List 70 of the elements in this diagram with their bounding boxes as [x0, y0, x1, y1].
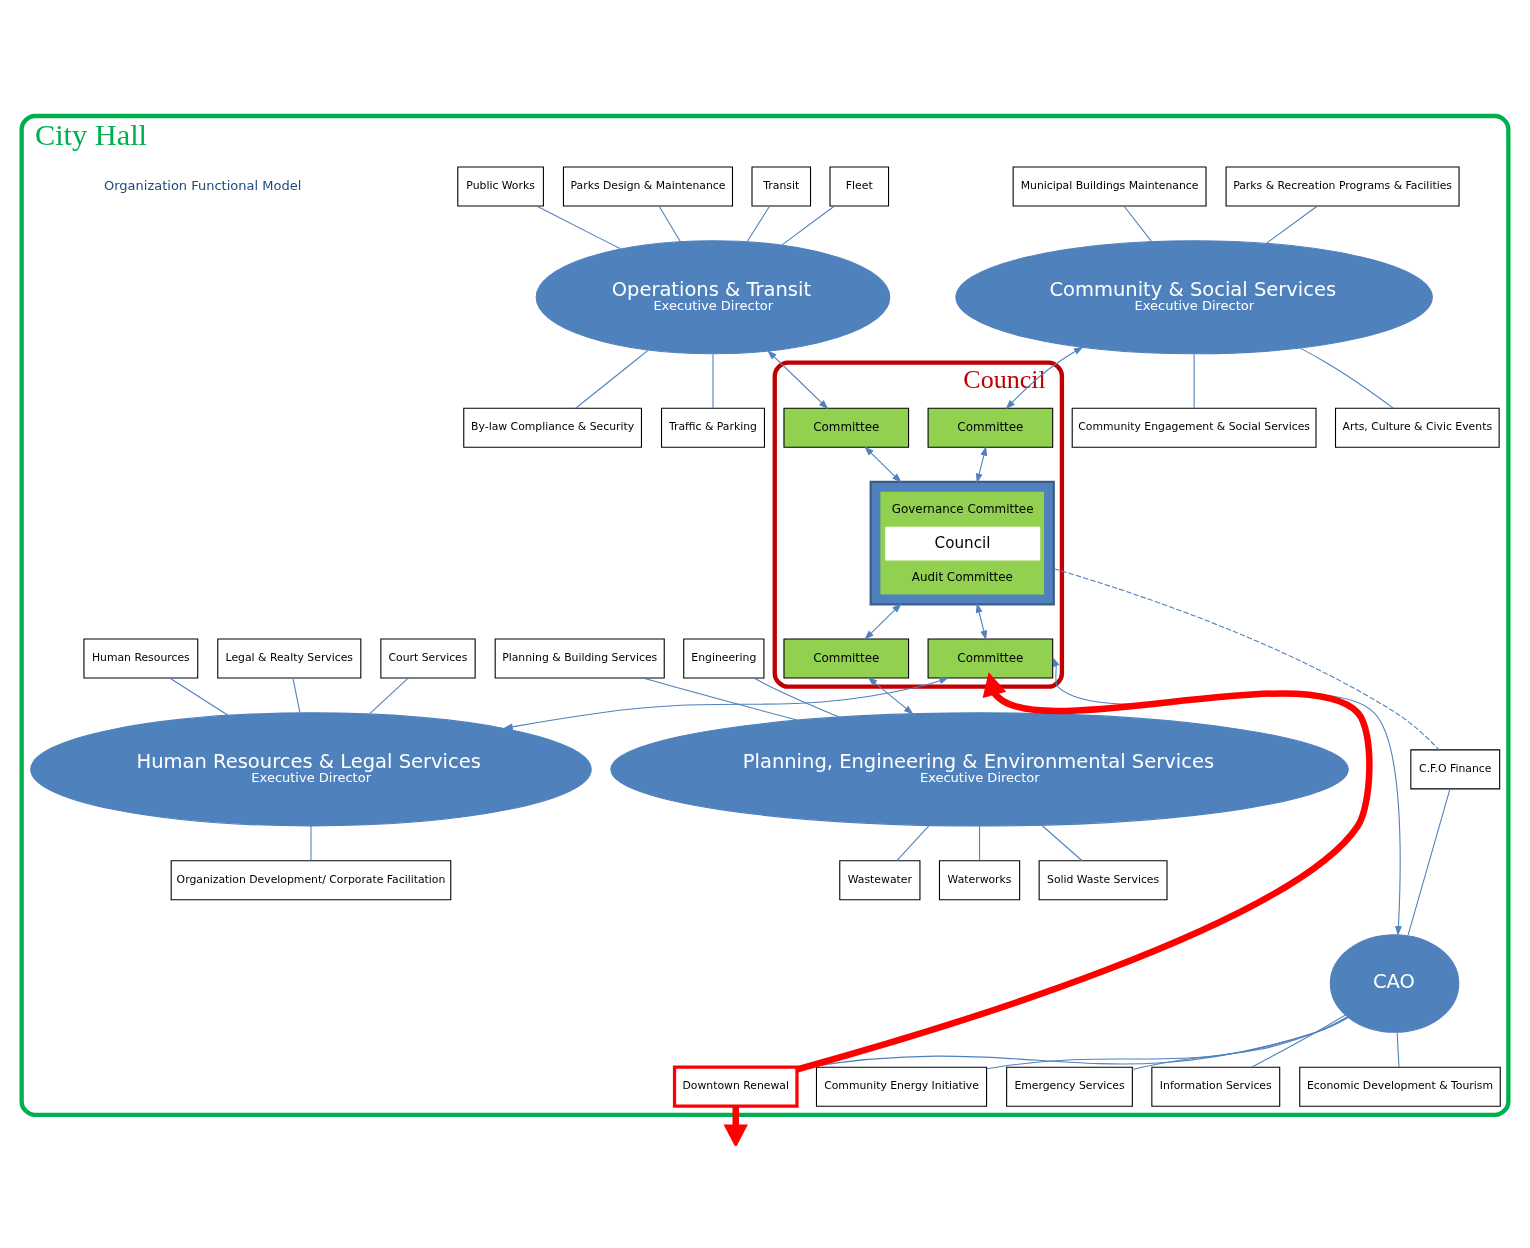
node-box: Court Services — [380, 637, 476, 679]
node-box: Transit — [751, 165, 812, 206]
connector — [310, 825, 312, 861]
arrow — [503, 677, 950, 730]
node-box: Information Services — [1151, 1066, 1281, 1107]
connector — [1123, 204, 1152, 242]
node-box: Waterworks — [938, 859, 1021, 900]
node-box: Emergency Services — [1006, 1066, 1133, 1107]
node-box: Municipal Buildings Maintenance — [1012, 165, 1207, 206]
connector — [575, 349, 649, 408]
node-box: Human Resources — [83, 637, 199, 679]
arrow — [867, 676, 914, 714]
node-box: By-law Compliance & Security — [463, 407, 642, 448]
node-box: Committee — [783, 407, 910, 448]
node-box: Public Works — [457, 165, 544, 206]
node-box: Community Energy Initiative — [815, 1066, 988, 1107]
node-box: Governance Committee Council Audit Committee — [869, 480, 1055, 605]
arrow — [864, 602, 902, 640]
node-box: Legal & Realty Services — [217, 637, 362, 679]
node-box: C.F.O Finance — [1410, 748, 1501, 789]
arrow — [975, 445, 988, 483]
connector — [746, 204, 771, 242]
node-box: Community Engagement & Social Services — [1071, 407, 1317, 448]
connector — [1193, 353, 1195, 409]
label: Organization Functional Model — [103, 177, 302, 193]
arrow — [723, 1105, 748, 1146]
connector — [292, 677, 301, 713]
node-box: Arts, Culture & Civic Events — [1335, 407, 1500, 448]
node-box: Wastewater — [839, 859, 921, 900]
connector — [1396, 1031, 1400, 1068]
node-box: Fleet — [829, 165, 890, 206]
node-box: Parks & Recreation Programs & Facilities — [1225, 165, 1460, 206]
connector — [781, 204, 835, 245]
connector — [369, 677, 409, 714]
node-box: Organization Development/ Corporate Facilitation — [170, 859, 452, 900]
connector — [1053, 567, 1440, 750]
connector — [658, 204, 681, 242]
connector — [979, 825, 981, 861]
node-box: Traffic & Parking — [661, 407, 765, 448]
arrow — [864, 445, 902, 483]
arrow — [1005, 346, 1084, 409]
connector — [643, 677, 798, 721]
arrow — [796, 671, 1373, 1072]
connector — [1407, 787, 1451, 936]
arrow — [975, 602, 988, 640]
node-box: Solid Waste Services — [1038, 859, 1168, 900]
node-ellipse: Operations & Transit Executive Director — [535, 239, 891, 354]
connector — [536, 204, 621, 249]
connector — [896, 824, 930, 861]
node-ellipse: Planning, Engineering & Environmental Services Executive Director — [610, 711, 1349, 826]
node-box: Committee — [927, 637, 1054, 679]
connector — [1299, 347, 1394, 409]
connector — [1251, 1014, 1346, 1068]
connector — [986, 1016, 1349, 1069]
node-box: Parks Design & Maintenance — [562, 165, 734, 206]
connector — [753, 677, 840, 717]
node-box: Planning & Building Services — [494, 637, 665, 679]
node-ellipse: Human Resources & Legal Services Executive Director — [30, 711, 592, 826]
node-box: Committee — [927, 407, 1054, 448]
node-box: Engineering — [683, 637, 765, 679]
node-box: Economic Development & Tourism — [1299, 1066, 1501, 1107]
node-box: Downtown Renewal — [672, 1065, 799, 1108]
node-ellipse: CAO — [1329, 933, 1460, 1033]
connector — [1131, 1016, 1348, 1070]
connector — [169, 677, 229, 716]
connector — [1265, 204, 1318, 244]
connector — [1041, 824, 1083, 861]
node-box: Committee — [783, 637, 910, 679]
arrow — [767, 349, 829, 409]
connector — [712, 353, 714, 409]
